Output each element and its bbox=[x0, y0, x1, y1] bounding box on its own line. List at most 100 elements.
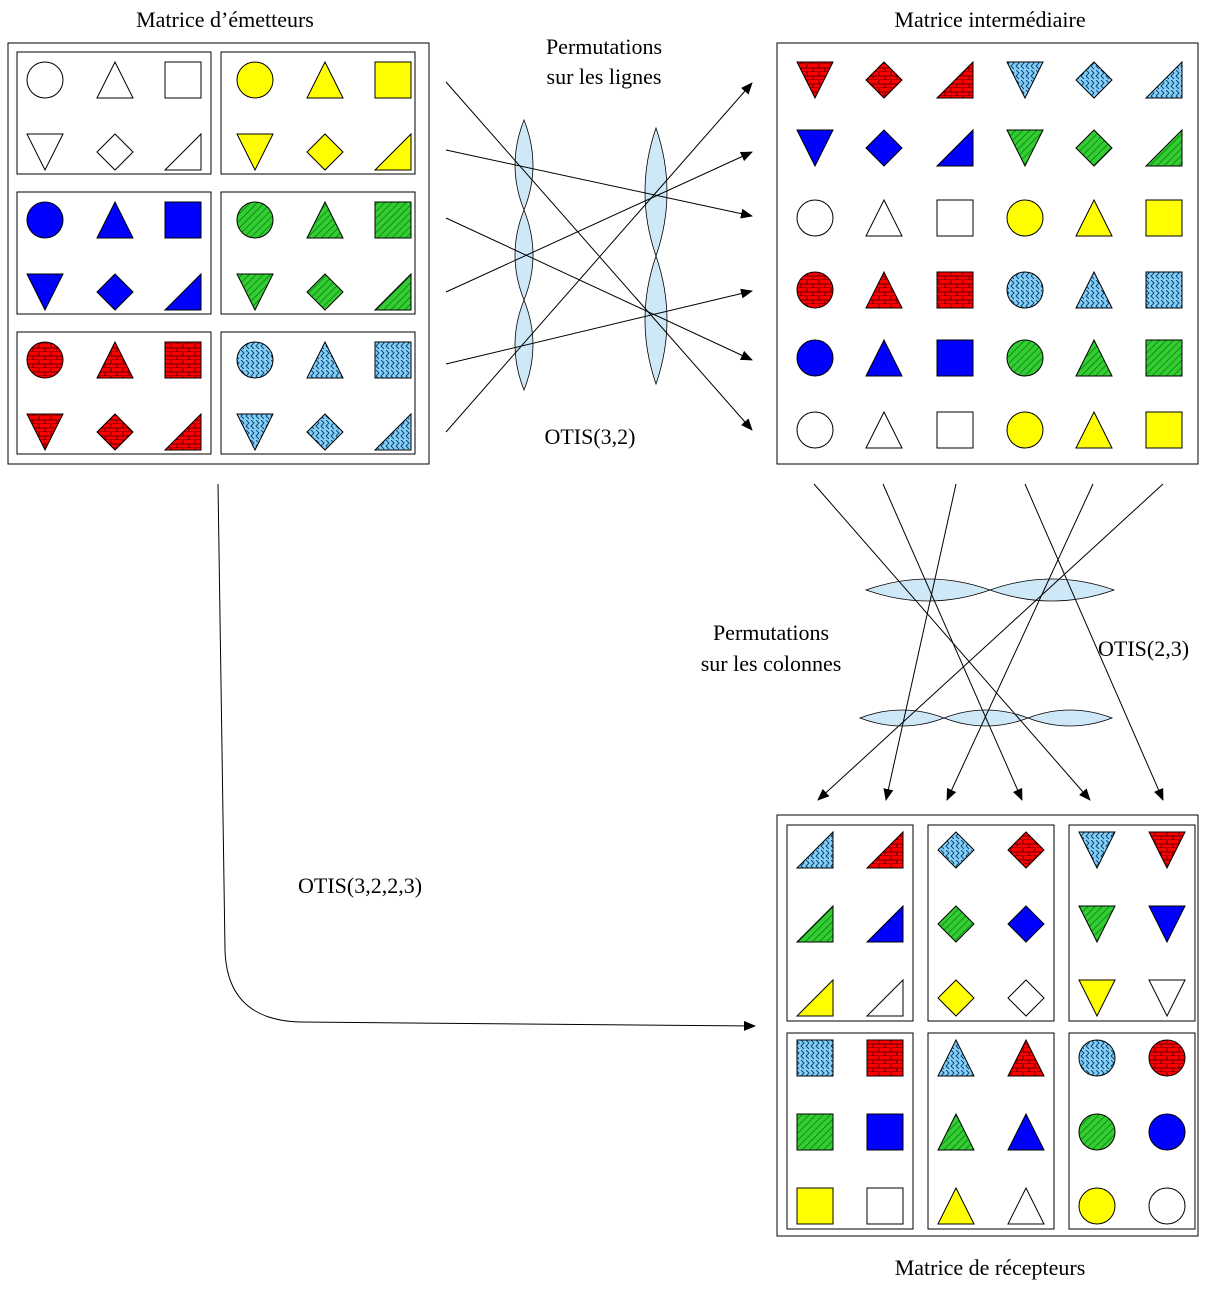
emitter-red-diamond bbox=[96, 413, 134, 451]
receiver-red-triangle-down bbox=[1148, 831, 1186, 870]
emitter-white-square bbox=[164, 61, 202, 99]
emitter-yellow-circle bbox=[236, 61, 274, 99]
emitter-red-circle bbox=[26, 341, 64, 379]
col-permutation-label-2: sur les colonnes bbox=[701, 651, 842, 676]
emitter-white-triangle-up bbox=[96, 60, 134, 99]
emitter-lightblue-triangle-down bbox=[236, 413, 274, 452]
emitter-green-triangle-down bbox=[236, 273, 274, 312]
intermediate-yellow-triangle-up bbox=[1075, 410, 1113, 449]
emitter-green-square bbox=[374, 201, 412, 239]
emitter-yellow-square bbox=[374, 61, 412, 99]
emitter-group-box bbox=[16, 191, 212, 315]
intermediate-green-circle bbox=[1006, 339, 1044, 377]
intermediate-yellow-square bbox=[1145, 199, 1183, 237]
col-arrow-2 bbox=[882, 483, 1023, 801]
receiver-yellow-right-triangle bbox=[795, 978, 834, 1017]
intermediate-title: Matrice intermédiaire bbox=[894, 7, 1085, 32]
receiver-blue-circle bbox=[1148, 1113, 1186, 1151]
emitter-blue-circle bbox=[26, 201, 64, 239]
emitter-lightblue-square bbox=[374, 341, 412, 379]
emitter-matrix-frame bbox=[7, 42, 430, 465]
emitter-red-square bbox=[164, 341, 202, 379]
emitter-group-box bbox=[220, 51, 416, 175]
receiver-group-box bbox=[927, 824, 1055, 1022]
receiver-lightblue-triangle-down bbox=[1078, 831, 1116, 870]
intermediate-lightblue-right-triangle bbox=[1144, 60, 1183, 99]
receiver-red-square bbox=[866, 1039, 904, 1077]
emitter-white-triangle-down bbox=[26, 133, 64, 172]
receiver-red-diamond bbox=[1007, 831, 1045, 869]
intermediate-yellow-circle bbox=[1006, 199, 1044, 237]
emitter-white-diamond bbox=[96, 133, 134, 171]
emitter-white-circle bbox=[26, 61, 64, 99]
intermediate-white-triangle-up bbox=[865, 198, 903, 237]
col-lens-large-2 bbox=[988, 578, 1116, 602]
receivers-title: Matrice de récepteurs bbox=[895, 1255, 1086, 1280]
receiver-green-diamond bbox=[937, 905, 975, 943]
emitter-green-triangle-up bbox=[306, 200, 344, 239]
receiver-red-right-triangle bbox=[865, 830, 904, 869]
emitter-red-triangle-down bbox=[26, 413, 64, 452]
intermediate-red-square bbox=[936, 271, 974, 309]
emitter-green-diamond bbox=[306, 273, 344, 311]
row-arrow-1 bbox=[445, 81, 753, 431]
emitter-blue-square bbox=[164, 201, 202, 239]
emitter-group-box bbox=[220, 191, 416, 315]
emitter-yellow-right-triangle bbox=[373, 132, 412, 171]
col-arrow-6 bbox=[817, 483, 1164, 801]
intermediate-green-diamond bbox=[1075, 129, 1113, 167]
emitter-lightblue-diamond bbox=[306, 413, 344, 451]
receiver-lightblue-triangle-up bbox=[937, 1038, 975, 1077]
emitter-lightblue-circle bbox=[236, 341, 274, 379]
receiver-yellow-triangle-down bbox=[1078, 979, 1116, 1018]
intermediate-lightblue-circle bbox=[1006, 271, 1044, 309]
intermediate-white-circle bbox=[796, 411, 834, 449]
receiver-white-right-triangle bbox=[865, 978, 904, 1017]
row-lenses bbox=[514, 118, 668, 392]
intermediate-matrix-frame bbox=[776, 42, 1199, 465]
intermediate-yellow-triangle-up bbox=[1075, 198, 1113, 237]
otis-col-label: OTIS(2,3) bbox=[1098, 636, 1189, 661]
receiver-green-square bbox=[796, 1113, 834, 1151]
receiver-yellow-circle bbox=[1078, 1187, 1116, 1225]
receiver-blue-right-triangle bbox=[865, 904, 904, 943]
intermediate-lightblue-square bbox=[1145, 271, 1183, 309]
row-permutation-label-2: sur les lignes bbox=[547, 64, 662, 89]
receiver-group-box bbox=[1068, 824, 1196, 1022]
receiver-green-triangle-up bbox=[937, 1112, 975, 1151]
intermediate-lightblue-triangle-up bbox=[1075, 270, 1113, 309]
emitter-blue-diamond bbox=[96, 273, 134, 311]
receiver-group-box bbox=[786, 824, 914, 1022]
row-arrow-3 bbox=[445, 217, 753, 361]
receiver-red-triangle-up bbox=[1007, 1038, 1045, 1077]
row-permutation-arrows bbox=[445, 81, 753, 433]
intermediate-white-square bbox=[936, 411, 974, 449]
receiver-matrix bbox=[786, 824, 1196, 1230]
receiver-yellow-diamond bbox=[937, 979, 975, 1017]
receiver-lightblue-diamond bbox=[937, 831, 975, 869]
receiver-white-triangle-up bbox=[1007, 1186, 1045, 1225]
intermediate-green-triangle-down bbox=[1006, 129, 1044, 168]
emitter-yellow-triangle-down bbox=[236, 133, 274, 172]
emitter-red-triangle-up bbox=[96, 340, 134, 379]
receiver-blue-square bbox=[866, 1113, 904, 1151]
intermediate-blue-square bbox=[936, 339, 974, 377]
intermediate-red-right-triangle bbox=[935, 60, 974, 99]
receiver-group-box bbox=[786, 1032, 914, 1230]
intermediate-lightblue-triangle-down bbox=[1006, 61, 1044, 100]
row-arrow-4 bbox=[445, 151, 753, 293]
intermediate-yellow-circle bbox=[1006, 411, 1044, 449]
intermediate-green-triangle-up bbox=[1075, 338, 1113, 377]
col-lens-large-1 bbox=[864, 578, 992, 602]
receiver-red-circle bbox=[1148, 1039, 1186, 1077]
receiver-group-box bbox=[1068, 1032, 1196, 1230]
emitter-green-right-triangle bbox=[373, 272, 412, 311]
global-otis-arrow bbox=[217, 483, 756, 1031]
col-permutation-label-1: Permutations bbox=[713, 620, 829, 645]
receiver-white-square bbox=[866, 1187, 904, 1225]
row-permutation-label-1: Permutations bbox=[546, 34, 662, 59]
receiver-lightblue-circle bbox=[1078, 1039, 1116, 1077]
intermediate-green-right-triangle bbox=[1144, 128, 1183, 167]
receiver-green-circle bbox=[1078, 1113, 1116, 1151]
